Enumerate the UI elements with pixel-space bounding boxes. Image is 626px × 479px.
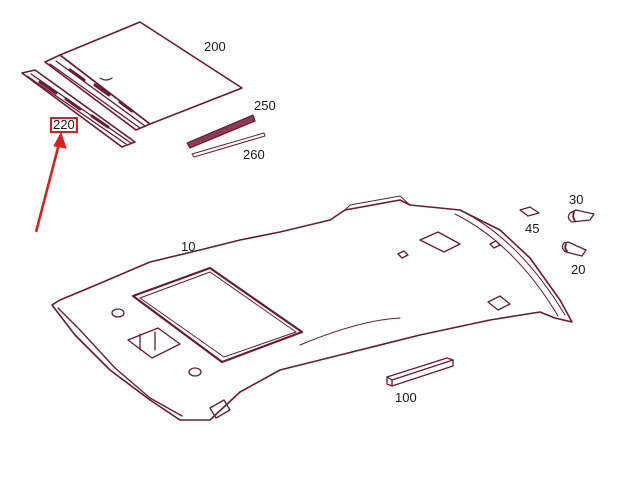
part-100-foam-block — [386, 357, 454, 387]
label-100: 100 — [395, 390, 417, 405]
part-30-clip — [567, 209, 595, 223]
label-220-highlighted: 220 — [50, 117, 78, 133]
part-200-shade-panel — [44, 21, 243, 131]
label-20: 20 — [571, 262, 586, 277]
part-260-seal-strip — [191, 132, 266, 158]
part-10-headliner — [51, 195, 573, 421]
label-30: 30 — [569, 192, 584, 207]
part-220-trim-strip — [21, 69, 136, 148]
label-45: 45 — [525, 221, 540, 236]
part-250-tapered-strip — [186, 114, 256, 149]
part-45-pad — [519, 206, 540, 217]
label-250: 250 — [254, 98, 276, 113]
callout-arrow — [34, 131, 67, 233]
label-260: 260 — [243, 147, 265, 162]
label-10: 10 — [181, 239, 196, 254]
part-20-clip — [561, 241, 587, 257]
label-200: 200 — [204, 39, 226, 54]
